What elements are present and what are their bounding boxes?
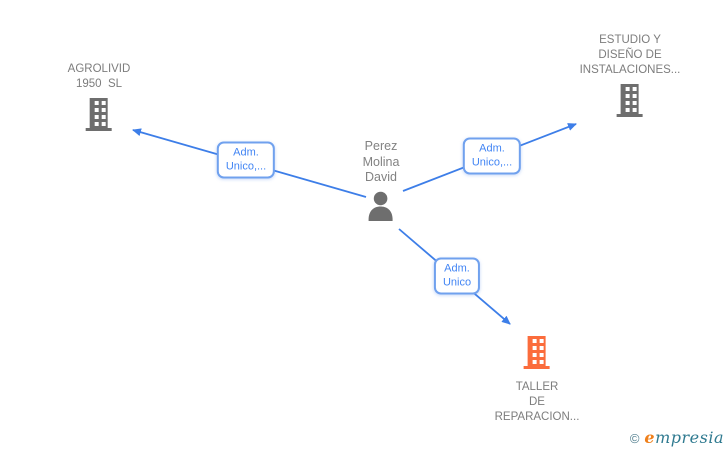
empresia-watermark[interactable]: © empresia bbox=[630, 428, 724, 447]
copyright-icon: © bbox=[629, 431, 640, 446]
node-company-agrolivid[interactable]: AGROLIVID 1950 SL bbox=[67, 62, 131, 136]
edge-label-estudio[interactable]: Adm. Unico,... bbox=[462, 137, 522, 175]
brand-initial: e bbox=[644, 428, 656, 447]
node-company-taller[interactable]: TALLER DE REPARACION... bbox=[494, 336, 580, 425]
building-icon[interactable] bbox=[85, 98, 113, 136]
company-name: AGROLIVID 1950 SL bbox=[67, 63, 131, 90]
person-name: Perez Molina David bbox=[362, 139, 400, 184]
building-icon-highlighted[interactable] bbox=[523, 336, 551, 374]
edge-label-taller[interactable]: Adm. Unico bbox=[433, 257, 481, 295]
brand-rest: mpresia bbox=[655, 428, 724, 447]
edge-label-agrolivid[interactable]: Adm. Unico,... bbox=[216, 141, 276, 179]
company-name: ESTUDIO Y DISEÑO DE INSTALACIONES... bbox=[579, 34, 681, 76]
person-icon[interactable] bbox=[366, 191, 396, 226]
node-person-perez-molina-david[interactable]: Perez Molina David bbox=[362, 139, 400, 226]
company-name: TALLER DE REPARACION... bbox=[494, 381, 580, 423]
node-company-estudio[interactable]: ESTUDIO Y DISEÑO DE INSTALACIONES... bbox=[579, 33, 681, 122]
brand-logo-text: empresia bbox=[644, 428, 724, 447]
building-icon[interactable] bbox=[616, 84, 644, 122]
